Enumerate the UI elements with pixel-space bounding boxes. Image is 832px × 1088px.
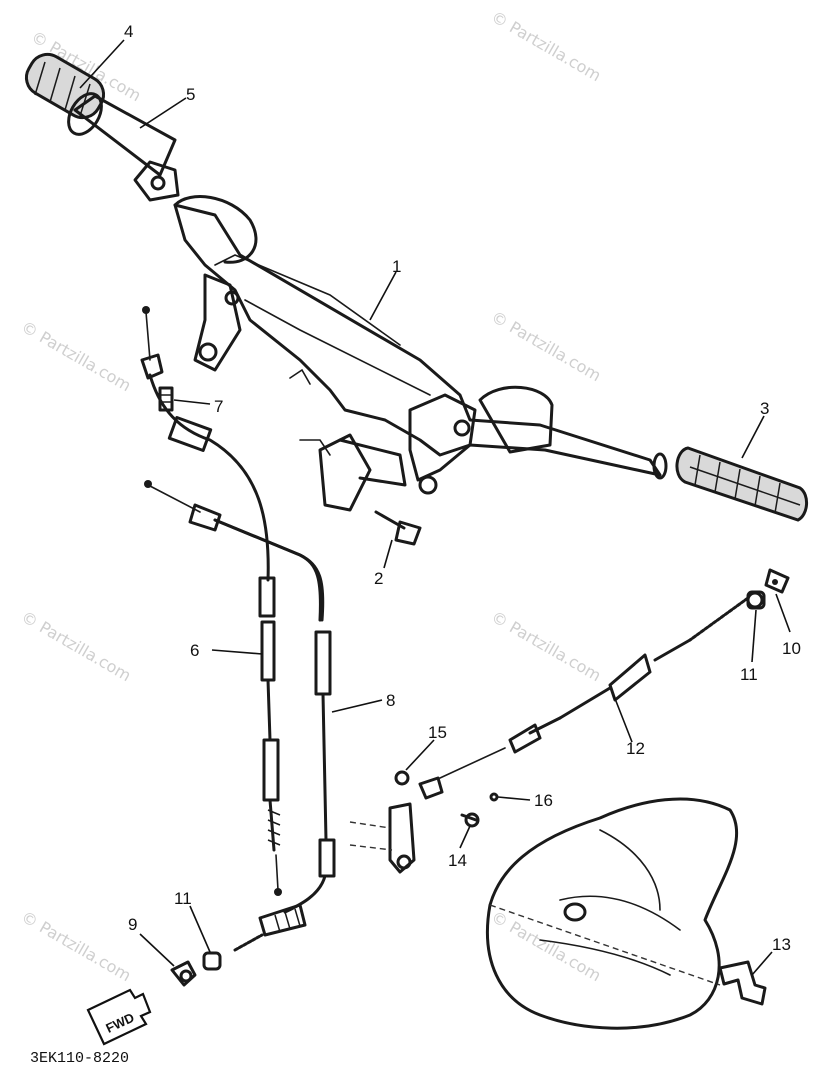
part-8-clutch-cable[interactable] bbox=[144, 480, 336, 952]
callout-11-lower: 11 bbox=[174, 889, 192, 908]
watermark-3: © Partzilla.com bbox=[18, 317, 134, 395]
callout-16: 16 bbox=[534, 791, 553, 810]
callout-4: 4 bbox=[124, 22, 133, 41]
part-10-wing-nut[interactable] bbox=[764, 568, 790, 594]
callout-14: 14 bbox=[448, 851, 467, 870]
callout-6: 6 bbox=[190, 641, 199, 660]
watermark-4: © Partzilla.com bbox=[488, 307, 604, 385]
callout-labels: 4 5 1 3 7 2 6 8 11 9 10 11 12 15 16 14 1… bbox=[124, 22, 801, 954]
part-12-brake-cable[interactable] bbox=[439, 591, 764, 779]
callout-3: 3 bbox=[760, 399, 769, 418]
part-3-right-grip[interactable] bbox=[675, 446, 808, 522]
watermark-5: © Partzilla.com bbox=[18, 607, 134, 685]
part-14-pin[interactable] bbox=[418, 776, 480, 828]
part-13-bracket[interactable] bbox=[718, 960, 767, 1006]
callout-15: 15 bbox=[428, 723, 447, 742]
callout-1: 1 bbox=[392, 257, 401, 276]
drawing-code: 3EK110-8220 bbox=[30, 1050, 129, 1067]
part-9-adjuster[interactable] bbox=[170, 960, 197, 987]
watermarks: © Partzilla.com © Partzilla.com © Partzi… bbox=[18, 7, 604, 985]
part-1-handlebar[interactable] bbox=[173, 195, 668, 512]
part-15-nut[interactable] bbox=[394, 770, 410, 786]
callout-12: 12 bbox=[626, 739, 645, 758]
part-11-lower-cap[interactable] bbox=[202, 951, 222, 971]
part-6-throttle-cable[interactable] bbox=[140, 306, 282, 896]
watermark-8: © Partzilla.com bbox=[488, 907, 604, 985]
watermark-6: © Partzilla.com bbox=[488, 607, 604, 685]
part-2-bolt[interactable] bbox=[374, 510, 422, 546]
callout-10: 10 bbox=[782, 639, 801, 658]
callout-7: 7 bbox=[214, 397, 223, 416]
part-16-cotter-pin[interactable] bbox=[489, 792, 499, 802]
engine-case-outline bbox=[485, 797, 739, 1030]
callout-8: 8 bbox=[386, 691, 395, 710]
callout-5: 5 bbox=[186, 85, 195, 104]
callout-13: 13 bbox=[772, 935, 791, 954]
part-5-throttle-grip[interactable] bbox=[62, 88, 180, 202]
watermark-7: © Partzilla.com bbox=[18, 907, 134, 985]
watermark-2: © Partzilla.com bbox=[488, 7, 604, 85]
leader-lines bbox=[79, 39, 791, 976]
callout-2: 2 bbox=[374, 569, 383, 588]
callout-11-upper: 11 bbox=[740, 665, 758, 684]
brake-arm bbox=[349, 802, 416, 874]
part-11-upper-cap[interactable] bbox=[746, 590, 766, 610]
fwd-arrow-icon: FWD bbox=[86, 988, 152, 1046]
callout-9: 9 bbox=[128, 915, 137, 934]
